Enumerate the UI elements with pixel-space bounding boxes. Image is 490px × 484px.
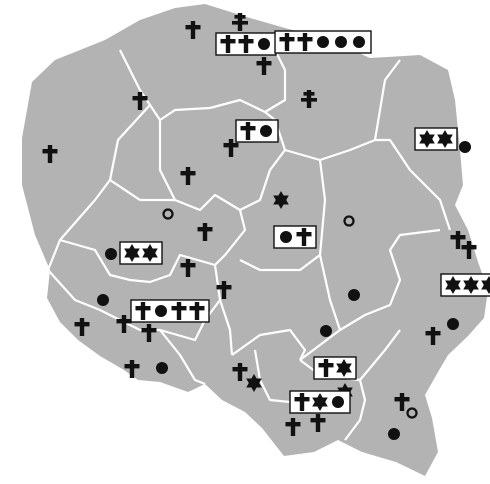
filled-circle-icon (156, 362, 168, 374)
latin-cross-icon (294, 393, 310, 411)
latin-cross-icon (42, 145, 58, 163)
latin-cross-icon (232, 363, 248, 381)
symbol-group-box (119, 241, 163, 265)
filled-circle-icon (388, 428, 400, 440)
voivodeship-border (119, 49, 211, 122)
latin-cross-icon (279, 33, 295, 51)
latin-cross-icon (189, 302, 205, 320)
filled-circle-icon (280, 231, 292, 243)
voivodeship-border (284, 138, 452, 231)
symbol-group-box (274, 30, 372, 54)
voivodeship-border (344, 379, 367, 441)
symbol-group-box (215, 32, 277, 56)
latin-cross-icon (132, 92, 148, 110)
latin-cross-icon (180, 167, 196, 185)
six-pointed-star-icon (124, 244, 140, 262)
cross-of-lorraine-icon (232, 13, 248, 31)
six-pointed-star-icon (142, 244, 158, 262)
latin-cross-icon (461, 241, 477, 259)
voivodeship-border (253, 349, 291, 404)
six-pointed-star-icon (336, 359, 352, 377)
six-pointed-star-icon (312, 393, 328, 411)
symbol-group-box (273, 225, 317, 249)
filled-circle-icon (459, 141, 471, 153)
latin-cross-icon (135, 302, 151, 320)
voivodeship-border (299, 228, 441, 361)
latin-cross-icon (171, 302, 187, 320)
symbol-group-box (414, 127, 458, 151)
symbol-group-box (440, 273, 490, 297)
latin-cross-icon (238, 35, 254, 53)
open-circle-icon (162, 208, 174, 220)
group-boxes-layer (119, 30, 490, 414)
voivodeship-border (318, 254, 342, 331)
voivodeship-border (59, 238, 216, 284)
filled-circle-icon (348, 289, 360, 301)
latin-cross-icon (296, 228, 312, 246)
filled-circle-icon (105, 248, 117, 260)
latin-cross-icon (197, 223, 213, 241)
poland-outline (22, 4, 488, 476)
latin-cross-icon (297, 33, 313, 51)
latin-cross-icon (141, 324, 157, 342)
voivodeship-border (159, 329, 206, 386)
six-pointed-star-icon (437, 130, 453, 148)
filled-circle-icon (332, 396, 344, 408)
latin-cross-icon (116, 315, 132, 333)
voivodeship-border (239, 159, 327, 272)
filled-circle-icon (335, 36, 347, 48)
six-pointed-star-icon (445, 276, 461, 294)
latin-cross-icon (285, 418, 301, 436)
latin-cross-icon (425, 327, 441, 345)
latin-cross-icon (180, 259, 196, 277)
voivodeship-border (373, 59, 401, 141)
latin-cross-icon (74, 318, 90, 336)
latin-cross-icon (450, 231, 466, 249)
symbol-group-box (235, 119, 279, 143)
voivodeship-border (46, 104, 151, 271)
latin-cross-icon (318, 359, 334, 377)
latin-cross-icon (223, 139, 239, 157)
six-pointed-star-icon (273, 191, 289, 209)
filled-circle-icon (260, 125, 272, 137)
filled-circle-icon (97, 294, 109, 306)
latin-cross-icon (256, 57, 272, 75)
latin-cross-icon (394, 393, 410, 411)
symbol-group-box (289, 390, 351, 414)
latin-cross-icon (185, 21, 201, 39)
open-circle-icon (406, 407, 418, 419)
voivodeship-borders (46, 39, 452, 441)
filled-circle-icon (320, 325, 332, 337)
filled-circle-icon (353, 36, 365, 48)
six-pointed-star-icon (419, 130, 435, 148)
cross-of-lorraine-icon (301, 90, 317, 108)
latin-cross-icon (310, 414, 326, 432)
voivodeship-border (231, 328, 307, 361)
latin-cross-icon (220, 35, 236, 53)
filled-circle-icon (155, 305, 167, 317)
filled-circle-icon (258, 38, 270, 50)
voivodeship-border (209, 39, 287, 114)
six-pointed-star-icon (463, 276, 479, 294)
filled-circle-icon (317, 36, 329, 48)
six-pointed-star-icon (246, 374, 262, 392)
latin-cross-icon (240, 122, 256, 140)
open-circle-icon (343, 215, 355, 227)
voivodeship-border (109, 179, 175, 202)
latin-cross-icon (216, 281, 232, 299)
symbol-group-box (313, 356, 357, 380)
latin-cross-icon (124, 360, 140, 378)
six-pointed-star-icon (481, 276, 490, 294)
symbol-group-box (130, 299, 210, 323)
filled-circle-icon (447, 318, 459, 330)
